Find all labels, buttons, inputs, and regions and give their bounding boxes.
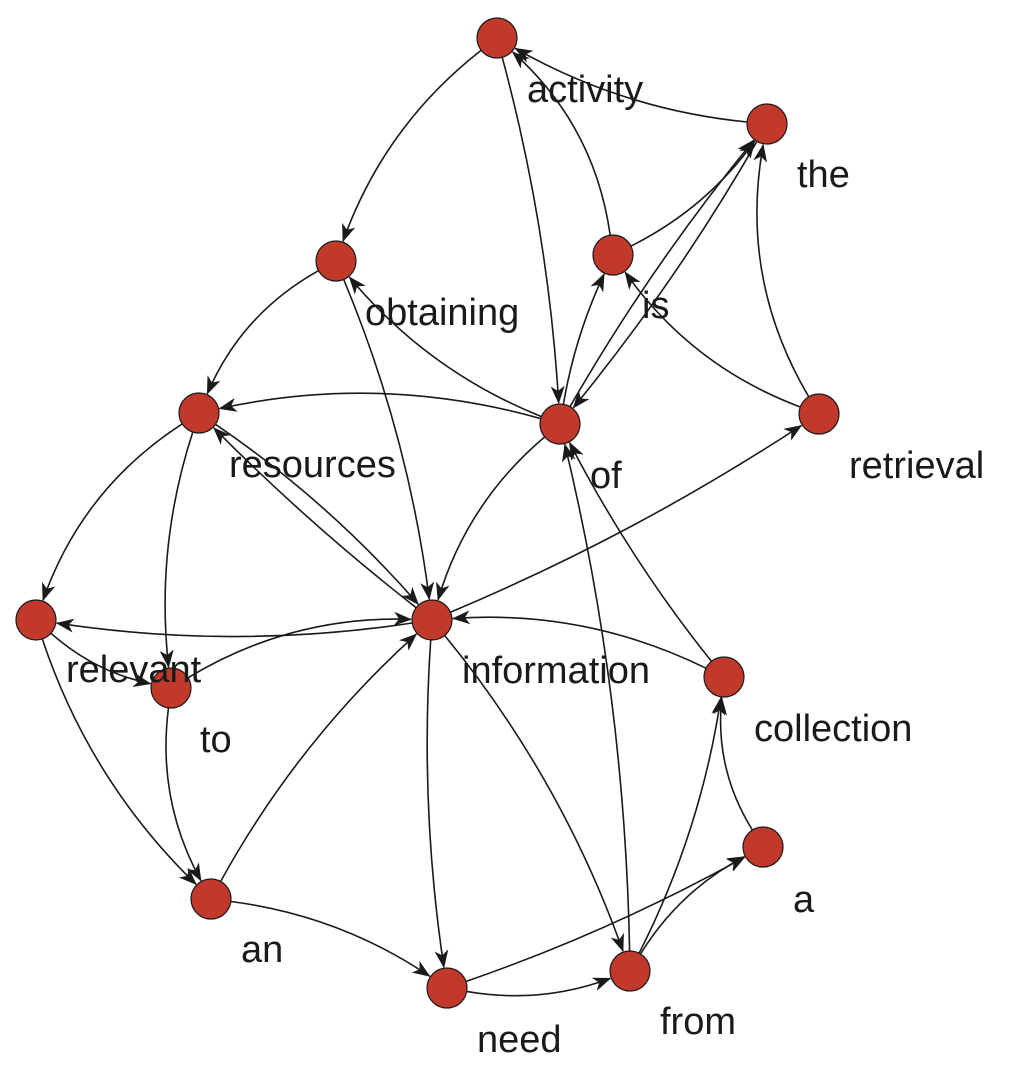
edge-from-to-a bbox=[639, 855, 746, 955]
node-label-resources: resources bbox=[229, 444, 396, 486]
edge-information-to-need bbox=[426, 639, 449, 969]
node-activity bbox=[476, 17, 518, 59]
edge-activity-to-of bbox=[501, 57, 565, 404]
edge-need-to-from bbox=[466, 977, 612, 997]
edge-relevant-to-an bbox=[41, 638, 197, 885]
edge-need-to-a bbox=[465, 856, 746, 983]
node-resources bbox=[178, 392, 220, 434]
node-label-to: to bbox=[200, 719, 232, 761]
edge-obtaining-to-information bbox=[342, 279, 435, 601]
edge-to-to-information bbox=[187, 611, 412, 679]
edge-obtaining-to-resources bbox=[206, 270, 319, 395]
edge-of-to-is bbox=[562, 273, 605, 405]
node-label-a: a bbox=[793, 879, 815, 921]
node-of bbox=[539, 403, 581, 445]
edge-information-to-retrieval bbox=[450, 424, 803, 613]
edge-information-to-from bbox=[444, 634, 624, 953]
node-information bbox=[411, 599, 453, 641]
edge-an-to-information bbox=[219, 633, 418, 882]
node-from bbox=[609, 950, 651, 992]
node-to bbox=[150, 667, 192, 709]
edge-of-to-the bbox=[569, 139, 755, 408]
edge-retrieval-to-is bbox=[624, 271, 801, 408]
edge-relevant-to-to bbox=[50, 632, 152, 688]
edge-from-to-of bbox=[562, 443, 631, 952]
edge-information-to-resources bbox=[213, 427, 417, 609]
node-an bbox=[190, 878, 232, 920]
node-label-relevant: relevant bbox=[66, 649, 202, 691]
edge-of-to-information bbox=[436, 436, 546, 601]
edge-collection-to-information bbox=[451, 610, 707, 669]
edge-the-to-activity bbox=[514, 47, 748, 123]
node-label-of: of bbox=[590, 455, 622, 497]
edge-resources-to-relevant bbox=[42, 423, 183, 602]
node-label-need: need bbox=[477, 1019, 562, 1061]
node-relevant bbox=[15, 599, 57, 641]
edge-the-to-of bbox=[572, 140, 758, 409]
node-label-is: is bbox=[642, 285, 669, 327]
edge-an-to-need bbox=[230, 900, 431, 977]
node-is bbox=[592, 234, 634, 276]
edge-resources-to-to bbox=[159, 431, 194, 669]
node-label-retrieval: retrieval bbox=[849, 445, 984, 487]
node-label-collection: collection bbox=[754, 708, 912, 750]
node-label-from: from bbox=[660, 1001, 736, 1043]
nodes-layer bbox=[15, 17, 840, 1009]
edge-to-to-an bbox=[165, 707, 202, 882]
edge-from-to-collection bbox=[638, 696, 726, 954]
node-retrieval bbox=[798, 393, 840, 435]
node-need bbox=[426, 967, 468, 1009]
node-a bbox=[742, 826, 784, 868]
edge-is-to-the bbox=[630, 140, 756, 247]
edge-resources-to-information bbox=[215, 423, 419, 605]
node-label-obtaining: obtaining bbox=[365, 292, 519, 334]
node-label-the: the bbox=[797, 154, 850, 196]
node-label-activity: activity bbox=[527, 69, 643, 111]
node-obtaining bbox=[315, 240, 357, 282]
node-label-information: information bbox=[462, 650, 650, 692]
edge-of-to-obtaining bbox=[348, 276, 542, 418]
edge-collection-to-of bbox=[568, 441, 713, 662]
edge-information-to-relevant bbox=[55, 618, 413, 638]
labels-layer: activity the is obtaining resources of retriev… bbox=[66, 69, 984, 1061]
edge-of-to-resources bbox=[218, 392, 541, 420]
node-label-an: an bbox=[241, 929, 283, 971]
edge-retrieval-to-the bbox=[753, 143, 810, 398]
edge-a-to-collection bbox=[713, 696, 754, 831]
node-collection bbox=[703, 656, 745, 698]
node-the bbox=[746, 103, 788, 145]
edge-activity-to-obtaining bbox=[342, 49, 482, 243]
edges-layer bbox=[41, 47, 810, 997]
edge-is-to-activity bbox=[511, 51, 611, 236]
